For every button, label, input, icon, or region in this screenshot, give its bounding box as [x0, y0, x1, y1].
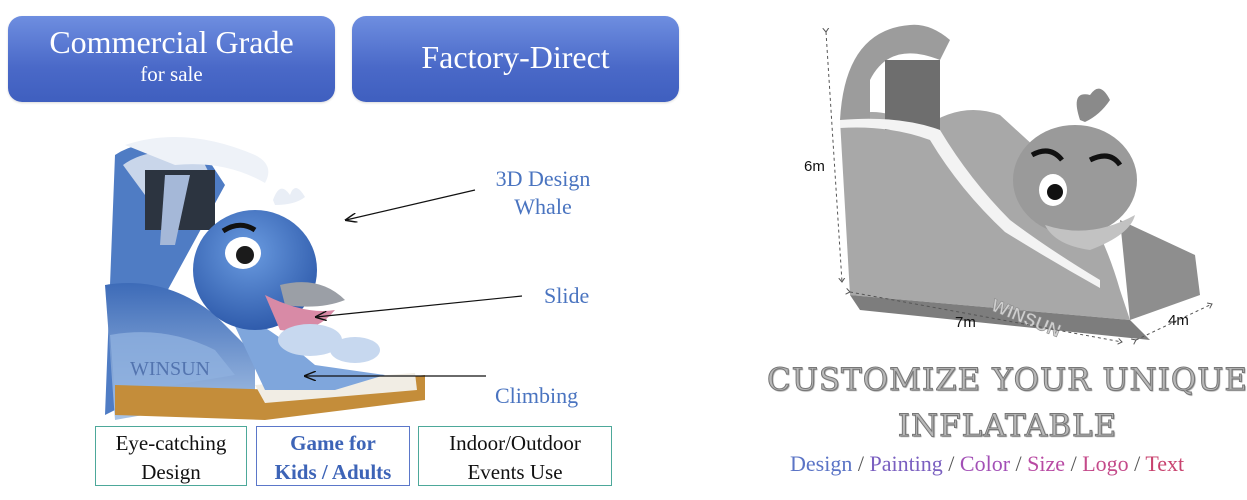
customization-options: Design / Painting / Color / Size / Logo … — [790, 451, 1184, 477]
callout-climbing: Climbing — [495, 383, 579, 408]
dimension-length: 7m — [955, 314, 976, 331]
customize-heading-line2: INFLATABLE — [897, 408, 1118, 445]
option-design: Design — [790, 451, 853, 476]
whale-slide-photo: WINSUN — [105, 137, 425, 420]
option-separator: / — [1065, 451, 1083, 476]
option-text: Text — [1145, 451, 1185, 476]
callout-slide: Slide — [544, 283, 590, 308]
option-logo: Logo — [1082, 451, 1129, 476]
option-separator: / — [1010, 451, 1028, 476]
customize-heading-line1: CUSTOMIZE YOUR UNIQUE — [766, 362, 1247, 399]
option-painting: Painting — [869, 451, 943, 476]
dimension-width: 4m — [1168, 312, 1189, 329]
factory-direct-title: Factory-Direct — [421, 39, 610, 75]
commercial-grade-badge: Commercial Grade for sale — [8, 16, 335, 102]
factory-direct-badge: Factory-Direct — [352, 16, 679, 102]
option-size: Size — [1027, 451, 1066, 476]
grayscale-render: WINSUN — [800, 24, 1220, 350]
svg-text:WINSUN: WINSUN — [130, 358, 210, 380]
option-separator: / — [1128, 451, 1146, 476]
for-sale-subtitle: for sale — [140, 62, 203, 86]
commercial-grade-title: Commercial Grade — [49, 24, 294, 60]
option-separator: / — [942, 451, 960, 476]
option-separator: / — [852, 451, 870, 476]
option-color: Color — [959, 451, 1011, 476]
dimension-height: 6m — [804, 158, 825, 175]
